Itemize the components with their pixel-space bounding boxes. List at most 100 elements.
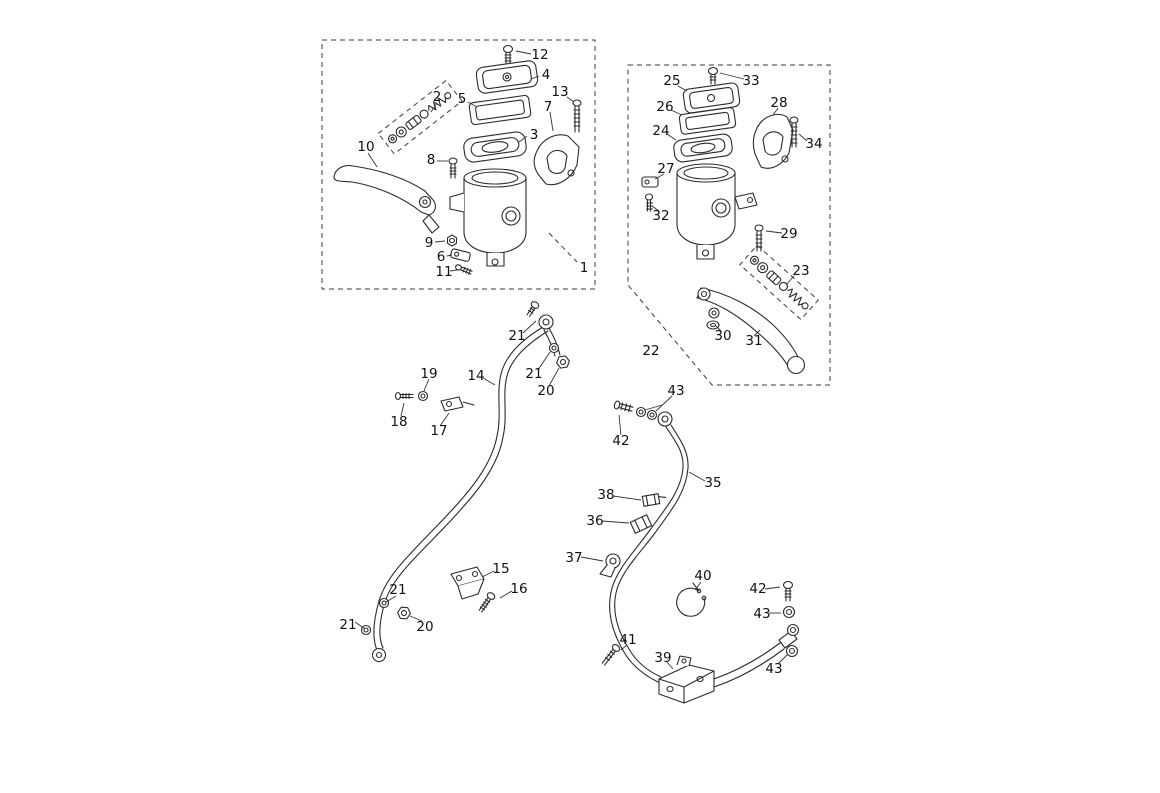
callout-2: 2 xyxy=(433,89,442,105)
callout-35: 35 xyxy=(704,475,721,491)
callout-22: 22 xyxy=(642,343,659,359)
callout-32: 32 xyxy=(652,208,669,224)
part-38-clip xyxy=(641,493,667,507)
callout-33: 33 xyxy=(742,73,759,89)
assembly-1-boundary xyxy=(321,39,596,290)
part-7-lever-holder xyxy=(533,134,580,186)
part-26-plate xyxy=(678,107,737,135)
callout-40: 40 xyxy=(694,568,711,584)
callout-36: 36 xyxy=(586,513,603,529)
callout-37: 37 xyxy=(565,550,582,566)
part-12-screw xyxy=(502,44,514,65)
part-9-nut xyxy=(446,234,458,247)
part-6-clamp xyxy=(450,248,471,262)
part-10-brake-lever xyxy=(333,165,440,234)
callout-43-c: 43 xyxy=(765,661,782,677)
callout-43-a: 43 xyxy=(667,383,684,399)
front-master-cylinder-body xyxy=(449,168,527,267)
part-18-bolt xyxy=(394,391,414,401)
part-5-plate xyxy=(468,94,532,126)
part-30-washers xyxy=(706,307,720,330)
part-15-bracket xyxy=(450,566,485,600)
part-4-reservoir-cap xyxy=(475,60,539,94)
callout-20-b: 20 xyxy=(416,619,433,635)
callout-23: 23 xyxy=(792,263,809,279)
callout-39: 39 xyxy=(654,650,671,666)
callout-41: 41 xyxy=(619,632,636,648)
callout-30: 30 xyxy=(714,328,731,344)
part-37-clamp xyxy=(599,553,621,578)
part-2-repair-kit xyxy=(377,79,463,155)
callout-19: 19 xyxy=(420,366,437,382)
callout-14: 14 xyxy=(467,368,484,384)
part-21-washer-top xyxy=(548,342,560,354)
part-21-banjo-bolt-top xyxy=(526,301,540,317)
leader-lines xyxy=(354,50,808,670)
callout-29: 29 xyxy=(780,226,797,242)
callout-42-a: 42 xyxy=(612,433,629,449)
part-3-diaphragm xyxy=(463,131,527,163)
part-21-washer-bottom-b xyxy=(360,624,372,636)
callout-13: 13 xyxy=(551,84,568,100)
part-24-diaphragm xyxy=(673,133,733,163)
callout-labels: 12 4 2 5 13 7 3 10 8 9 6 11 1 25 33 26 2… xyxy=(339,47,822,677)
callout-24: 24 xyxy=(652,123,669,139)
callout-5: 5 xyxy=(458,91,467,107)
part-36-clip xyxy=(629,514,653,534)
callout-18: 18 xyxy=(390,414,407,430)
callout-1: 1 xyxy=(580,260,589,276)
callout-16: 16 xyxy=(510,581,527,597)
callout-21-c: 21 xyxy=(389,582,406,598)
callout-11: 11 xyxy=(435,264,452,280)
brake-hose-front xyxy=(371,314,561,663)
callout-27: 27 xyxy=(657,161,674,177)
part-13-screw xyxy=(572,99,582,133)
part-33-screw xyxy=(707,66,719,85)
callout-9: 9 xyxy=(425,235,434,251)
part-20-union-bottom xyxy=(397,606,411,620)
brake-hose-rear xyxy=(609,411,689,683)
part-39-bracket xyxy=(658,655,715,704)
callout-21-d: 21 xyxy=(339,617,356,633)
callout-15: 15 xyxy=(492,561,509,577)
part-21-washer-bottom-a xyxy=(378,597,390,609)
callout-38: 38 xyxy=(597,487,614,503)
part-40-spring-clip xyxy=(676,582,707,617)
part-43-washer-right-b xyxy=(785,644,799,658)
part-27-clamp xyxy=(641,176,659,188)
part-31-lever xyxy=(696,287,806,375)
part-41-screw xyxy=(601,644,621,666)
callout-7: 7 xyxy=(544,99,553,115)
part-8-screw xyxy=(448,157,458,179)
part-16-screw xyxy=(478,592,496,613)
callout-42-b: 42 xyxy=(749,581,766,597)
callout-12: 12 xyxy=(531,47,548,63)
callout-10: 10 xyxy=(357,139,374,155)
part-19-washer xyxy=(417,390,429,402)
callout-43-b: 43 xyxy=(753,606,770,622)
part-42-bolt-right xyxy=(782,580,794,602)
callout-17: 17 xyxy=(430,423,447,439)
part-28-lever-holder xyxy=(752,113,794,169)
callout-20-a: 20 xyxy=(537,383,554,399)
callout-21-b: 21 xyxy=(525,366,542,382)
part-34-screw xyxy=(789,116,799,148)
part-43-washers-left xyxy=(635,406,658,421)
callout-21-a: 21 xyxy=(508,328,525,344)
callout-25: 25 xyxy=(663,73,680,89)
part-20-union-top xyxy=(556,355,570,369)
part-43-washer-right-a xyxy=(782,605,796,619)
assembly-1-leader xyxy=(548,232,578,263)
callout-34: 34 xyxy=(805,136,822,152)
part-11-screw xyxy=(455,264,473,275)
callout-31: 31 xyxy=(745,333,762,349)
callout-28: 28 xyxy=(770,95,787,111)
callout-8: 8 xyxy=(427,152,436,168)
callout-4: 4 xyxy=(542,67,551,83)
part-17-clamp xyxy=(440,396,475,412)
assembly-22-boundary xyxy=(627,64,831,386)
callout-26: 26 xyxy=(656,99,673,115)
part-32-screw xyxy=(644,193,654,212)
